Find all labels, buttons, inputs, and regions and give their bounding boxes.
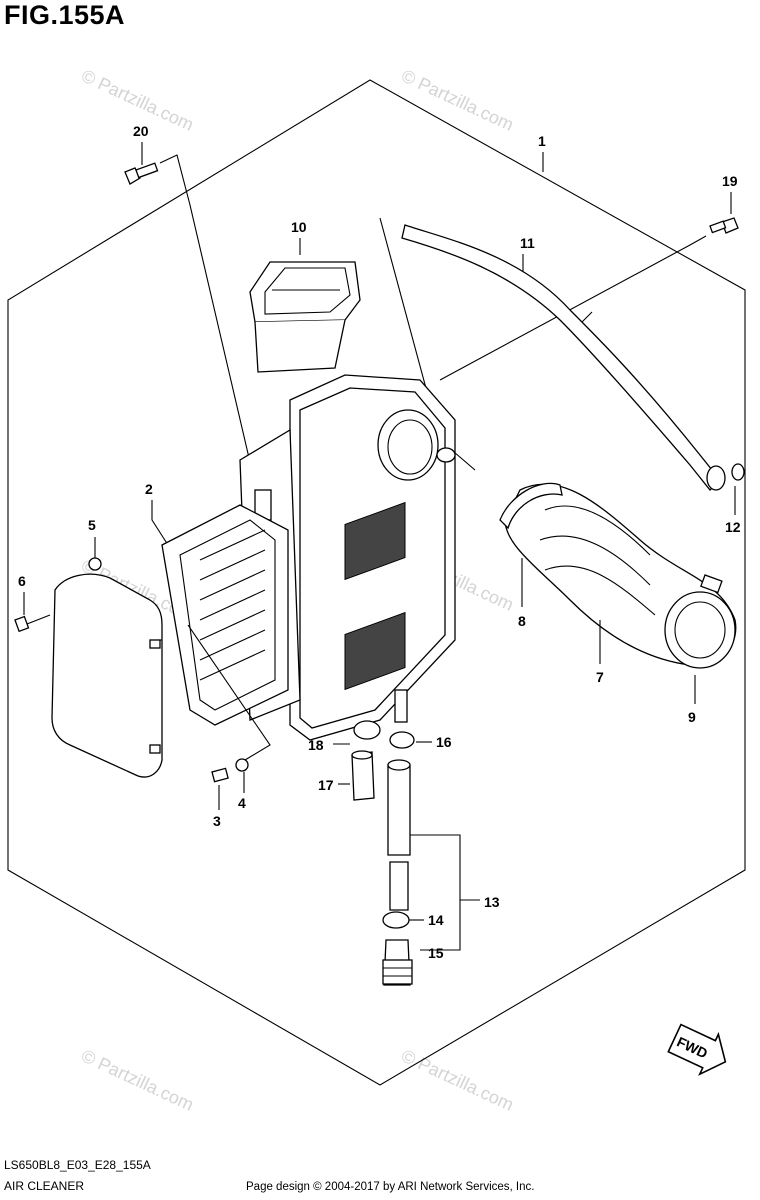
clamp-8: 8	[499, 482, 563, 629]
figure-title: FIG.155A	[4, 0, 126, 30]
drain-hose-13: 13	[387, 759, 500, 951]
svg-text:10: 10	[291, 219, 307, 235]
svg-text:4: 4	[238, 795, 246, 811]
clamp-9: 9	[688, 574, 723, 725]
svg-text:1: 1	[538, 133, 546, 149]
svg-text:16: 16	[436, 734, 452, 750]
clip-14: 14	[382, 911, 444, 929]
svg-text:17: 17	[318, 777, 334, 793]
filter-mesh	[199, 529, 266, 681]
svg-text:18: 18	[308, 737, 324, 753]
svg-text:2: 2	[145, 481, 153, 497]
section-name: AIR CLEANER	[4, 1179, 85, 1193]
svg-text:12: 12	[725, 519, 741, 535]
cleaner-cover	[51, 573, 163, 778]
clip-12: 12	[725, 463, 745, 535]
clip-16: 16	[389, 731, 452, 750]
svg-text:15: 15	[428, 945, 444, 961]
bolt-19: 19	[439, 173, 739, 381]
svg-text:9: 9	[688, 709, 696, 725]
svg-text:5: 5	[88, 517, 96, 533]
svg-text:19: 19	[722, 173, 738, 189]
element-2: 2	[145, 481, 289, 761]
svg-text:6: 6	[18, 573, 26, 589]
screw-6: 6	[14, 573, 51, 633]
callout-1: 1	[538, 133, 546, 172]
clip-18: 18	[308, 720, 381, 753]
watermark: © Partzilla.com	[398, 1045, 516, 1114]
forward-direction-badge: FWD	[667, 1023, 727, 1076]
bolt-20: 20	[124, 123, 261, 506]
svg-text:11: 11	[520, 235, 535, 251]
svg-text:7: 7	[596, 669, 604, 685]
callout-5: 5	[88, 517, 102, 571]
plug-15: 15	[382, 939, 444, 986]
copyright-notice: Page design © 2004-2017 by ARI Network S…	[246, 1181, 535, 1193]
duct-10: 10	[249, 219, 361, 373]
assembly-frame	[7, 79, 746, 1086]
screw-3: 3	[211, 767, 229, 829]
svg-text:13: 13	[484, 894, 500, 910]
watermark: © Partzilla.com	[78, 1045, 196, 1114]
intake-boot-7: 7	[504, 483, 737, 685]
watermark: © Partzilla.com	[398, 65, 516, 134]
washer-4: 4	[235, 758, 249, 811]
svg-text:8: 8	[518, 613, 526, 629]
plug-17: 17	[318, 750, 375, 801]
svg-text:14: 14	[428, 912, 444, 928]
svg-text:20: 20	[133, 123, 149, 139]
model-code: LS650BL8_E03_E28_155A	[4, 1158, 151, 1172]
svg-text:3: 3	[213, 813, 221, 829]
